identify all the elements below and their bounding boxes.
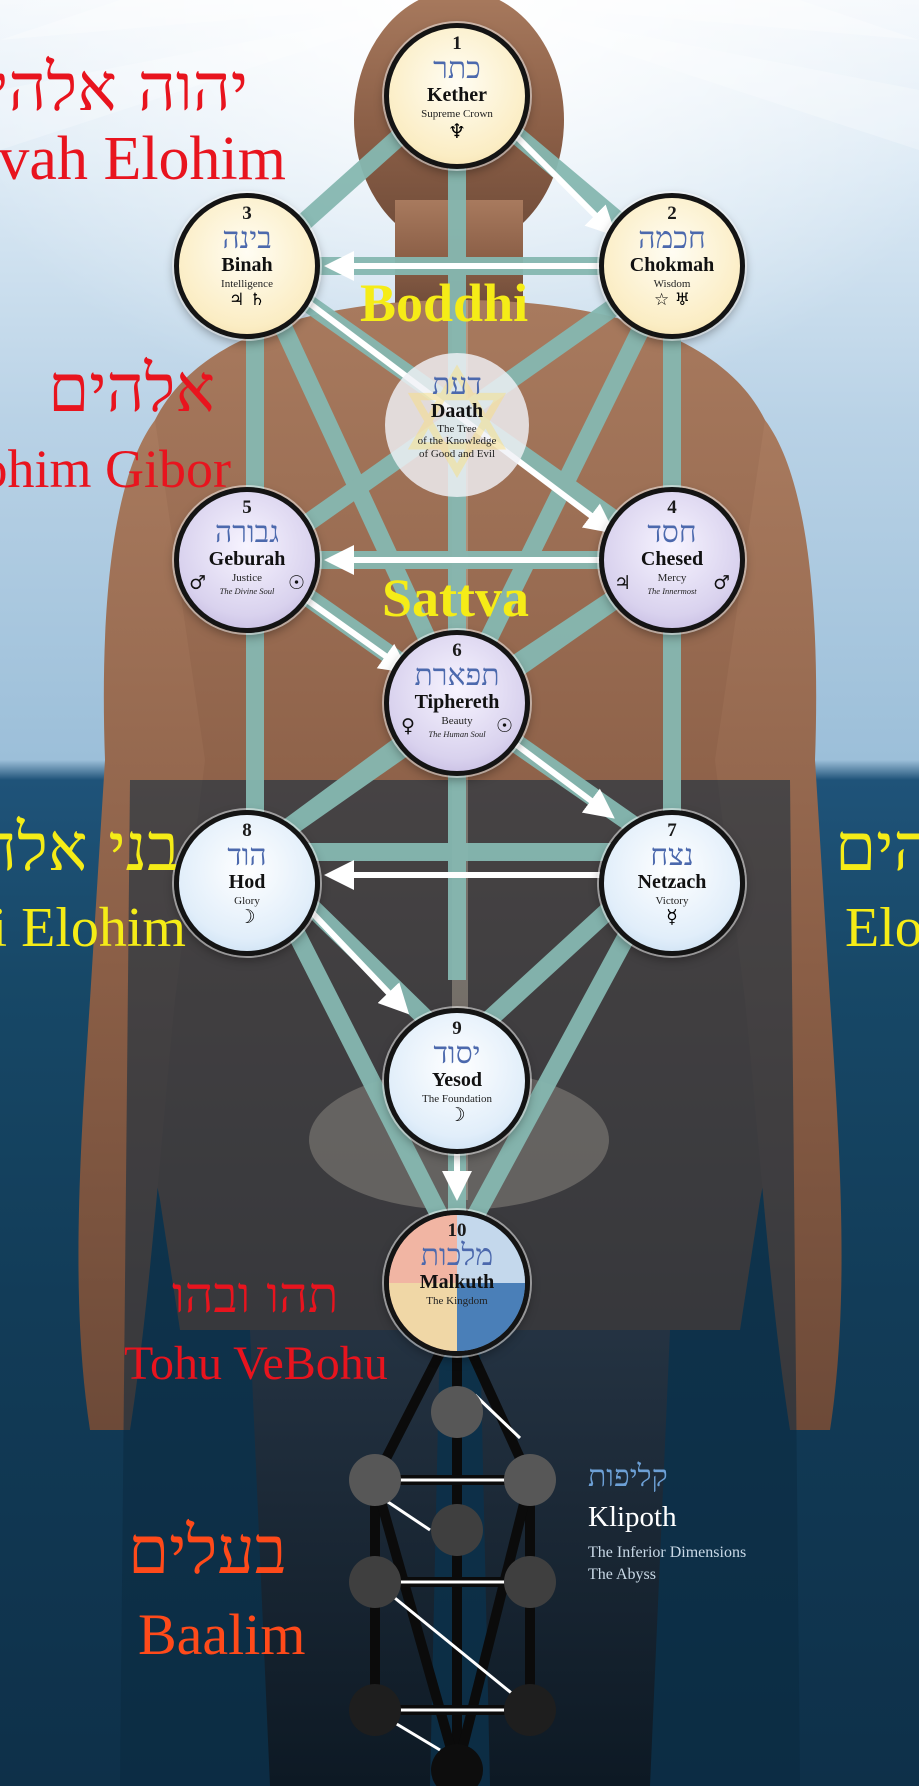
venus-icon: ♀ <box>401 717 415 736</box>
sephirah-binah: 3 בינה Binah Intelligence ♃ ♄ <box>174 193 320 339</box>
sephirah-name: Geburah <box>179 549 315 570</box>
daath-line1: The Tree <box>385 423 529 436</box>
tohu-vebohu-latin: Tohu VeBohu <box>124 1340 388 1388</box>
sephirah-netzach: 7 נצח Netzach Victory ☿ <box>599 810 745 956</box>
sephirah-tiphereth: 6 תפארת Tiphereth Beauty The Human Soul … <box>384 630 530 776</box>
malkuth-bottom-quadrants <box>389 1283 525 1351</box>
klipoth-line1: The Inferior Dimensions <box>588 1545 746 1561</box>
klipoth-hebrew: קליפות <box>588 1462 668 1492</box>
boddhi-label: Boddhi <box>360 276 528 330</box>
sephirah-name: Kether <box>389 85 525 106</box>
moon-icon: ☽ <box>389 1105 525 1126</box>
klipoth-line2: The Abyss <box>588 1567 656 1583</box>
mars-icon: ♂ <box>713 574 730 593</box>
sephirah-name: Malkuth <box>389 1272 525 1293</box>
sephirah-hebrew: מלכות <box>389 1240 525 1272</box>
sephirah-name: Hod <box>179 872 315 893</box>
sattva-label: Sattva <box>382 571 529 625</box>
sephirah-translation: Wisdom <box>604 278 740 291</box>
sephirah-name: Tiphereth <box>389 692 525 713</box>
sephirah-hebrew: תפארת <box>389 660 525 692</box>
moon-icon: ☽ <box>179 907 315 928</box>
sephirah-name: Chokmah <box>604 255 740 276</box>
sun-icon: ☉ <box>288 574 305 593</box>
neptune-icon: ♆ <box>389 120 525 142</box>
sephirah-chesed: 4 חסד Chesed Mercy The Innermost ♃ ♂ <box>599 487 745 633</box>
jehovah-elohim-latin: Jehovah Elohim <box>0 128 286 190</box>
elohim-right-hebrew: אלהים <box>835 815 919 881</box>
sephirah-chokmah: 2 חכמה Chokmah Wisdom ☆ ♅ <box>599 193 745 339</box>
sephirah-name: Binah <box>179 255 315 276</box>
sephirah-malkuth: 10 מלכות Malkuth The Kingdom <box>384 1210 530 1356</box>
daath-line3: of Good and Evil <box>385 448 529 461</box>
jehovah-elohim-hebrew: יהוה אלהים <box>0 55 248 121</box>
beni-elohim-latin: Beni Elohim <box>0 900 186 956</box>
sephirah-translation: The Kingdom <box>389 1295 525 1308</box>
elohim-right-latin: Elohim <box>845 900 919 956</box>
sephirah-geburah: 5 גבורה Geburah Justice The Divine Soul … <box>174 487 320 633</box>
sephirah-hebrew: חסד <box>604 517 740 549</box>
sephirah-hebrew: הוד <box>179 840 315 872</box>
sephirah-name: Netzach <box>604 872 740 893</box>
sephirah-kether: 1 כתר Kether Supreme Crown ♆ <box>384 23 530 169</box>
sephirah-hebrew: נצח <box>604 840 740 872</box>
daath-line2: of the Knowledge <box>385 435 529 448</box>
sephirah-yesod: 9 יסוד Yesod The Foundation ☽ <box>384 1008 530 1154</box>
sephirah-hebrew: חכמה <box>604 223 740 255</box>
sephirah-hebrew: כתר <box>389 53 525 85</box>
klipoth-name: Klipoth <box>588 1503 677 1532</box>
beni-elohim-hebrew: בני אלהים <box>0 815 179 881</box>
sephirah-hebrew: בינה <box>179 223 315 255</box>
sephirah-name: Chesed <box>604 549 740 570</box>
mercury-icon: ☿ <box>604 907 740 928</box>
star-uranus-icon: ☆ ♅ <box>604 290 740 310</box>
sephirah-translation: Intelligence <box>179 278 315 291</box>
sephirah-daath: ✡ דעת Daath The Tree of the Knowledge of… <box>385 353 529 497</box>
daath-name: Daath <box>385 401 529 422</box>
sephirah-hod: 8 הוד Hod Glory ☽ <box>174 810 320 956</box>
sephirah-hebrew: גבורה <box>179 517 315 549</box>
baalim-latin: Baalim <box>138 1606 306 1664</box>
sun-icon: ☉ <box>496 717 513 736</box>
elohim-gibor-hebrew: אלהים <box>48 356 215 422</box>
jupiter-saturn-icon: ♃ ♄ <box>179 290 315 310</box>
sephirah-name: Yesod <box>389 1070 525 1091</box>
daath-hebrew: דעת <box>385 369 529 401</box>
baalim-hebrew: בעלים <box>128 1518 287 1584</box>
elohim-gibor-latin: Elohim Gibor <box>0 442 231 496</box>
jupiter-icon: ♃ <box>614 574 631 593</box>
tohu-vebohu-hebrew: תהו ובהו <box>172 1270 338 1320</box>
mars-icon: ♂ <box>189 574 206 593</box>
sephirah-hebrew: יסוד <box>389 1038 525 1070</box>
